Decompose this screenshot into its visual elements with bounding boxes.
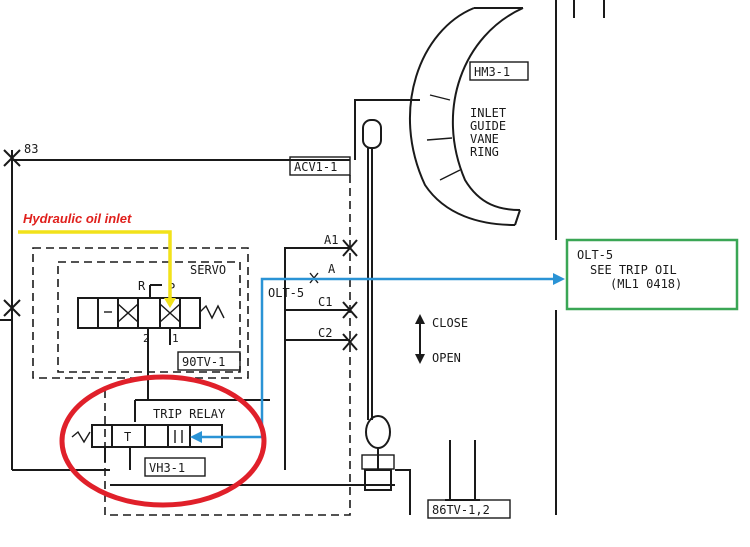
vh3-tag: [144, 457, 206, 477]
ml-ref-label: (ML1 0418): [610, 277, 682, 291]
close-label: CLOSE: [432, 316, 468, 330]
hm3-tag: [469, 61, 529, 81]
inlet-label-line1: INLET: [470, 106, 506, 120]
port-1-label: 1: [172, 332, 179, 345]
acv1-dashed-enclosure: [104, 175, 351, 516]
actuator-linkage: [354, 99, 420, 491]
inlet-label-line2: GUIDE: [470, 119, 506, 133]
trip-relay-label: TRIP RELAY: [153, 407, 226, 421]
tv86-label: 86TV-1,2: [432, 503, 490, 517]
t-port-label: T: [124, 430, 131, 444]
tv86-tag: [427, 499, 511, 519]
actuator-ports: [284, 239, 358, 470]
olt5-highlight-box: [565, 238, 739, 311]
open-label: OPEN: [432, 351, 461, 365]
tv90-tag: [177, 351, 241, 371]
oil-inlet-path: [18, 230, 172, 300]
hm3-label: HM3-1: [474, 65, 510, 79]
servo-valve-body: [77, 284, 225, 400]
inlet-label-line3: VANE: [470, 132, 499, 146]
node-83-label: 83: [24, 142, 38, 156]
r-port-label: R: [138, 279, 146, 293]
c2-label: C2: [318, 326, 332, 340]
close-open-arrow: [415, 314, 425, 364]
servo-dashed-box: [32, 247, 249, 379]
trip-oil-arrow-right: [553, 273, 565, 285]
tv90-label: 90TV-1: [182, 355, 225, 369]
trip-oil-path: [200, 277, 555, 439]
inlet-label-line4: RING: [470, 145, 499, 159]
olt5-right-label: OLT-5: [577, 248, 613, 262]
c1-label: C1: [318, 295, 332, 309]
inlet-guide-vane-ring: [408, 7, 524, 226]
port-2-label: 2: [143, 332, 150, 345]
left-supply-line: [0, 150, 350, 471]
trip-oil-arrow-left: [190, 431, 202, 443]
trip-relay-valve: [71, 399, 270, 470]
vh3-label: VH3-1: [149, 461, 185, 475]
node-83-marker: [3, 149, 21, 317]
a1-label: A1: [324, 233, 338, 247]
olt5-left-label: OLT-5: [268, 286, 304, 300]
oil-inlet-arrow: [164, 298, 176, 308]
see-trip-oil-label: SEE TRIP OIL: [590, 263, 677, 277]
acv1-label: ACV1-1: [294, 160, 337, 174]
a-label: A: [328, 262, 336, 276]
hydraulic-inlet-annotation: Hydraulic oil inlet: [23, 211, 132, 226]
trip-relay-highlight-circle: [59, 374, 267, 508]
servo-label: SERVO: [190, 263, 226, 277]
acv1-tag: [289, 156, 351, 176]
